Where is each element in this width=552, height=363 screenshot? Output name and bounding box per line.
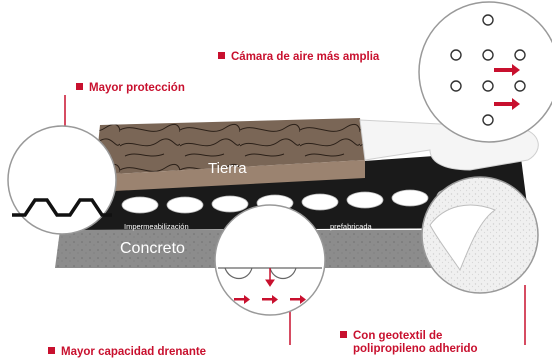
bullet-square-icon: [48, 347, 55, 354]
dimple-profile-line: [12, 198, 112, 217]
bullet-square-icon: [340, 331, 347, 338]
geotextile-fold: [429, 204, 497, 272]
air-chamber-label-text: Cámara de aire más amplia: [231, 51, 380, 63]
geotextile-zoom: [421, 176, 539, 294]
waterproofing-label: Impermeabilización: [124, 222, 189, 231]
drainage-zoom: [214, 204, 326, 316]
bullet-square-icon: [218, 52, 225, 59]
protection-zoom: [7, 125, 117, 235]
soil-label: Tierra: [208, 160, 247, 177]
soil-top-pattern: [95, 118, 365, 175]
drainage-label-text: Mayor capacidad drenante: [61, 346, 207, 358]
bullet-square-icon: [76, 83, 83, 90]
geotextile-label-line2: polipropileno adherido: [353, 343, 478, 355]
protection-label-text: Mayor protección: [89, 82, 185, 94]
prefab-label: prefabricada: [330, 222, 372, 231]
protection-label: Mayor protección: [76, 82, 185, 95]
concrete-label: Concreto: [120, 240, 185, 257]
dimple-holes: [450, 14, 526, 126]
drainage-arrows: [234, 268, 306, 304]
geotextile-label-line1: Con geotextil de: [353, 330, 443, 342]
air-chamber-zoom: [418, 1, 552, 143]
drainage-label: Mayor capacidad drenante: [48, 346, 206, 359]
air-chamber-label: Cámara de aire más amplia: [218, 51, 379, 64]
soil-front: [95, 160, 365, 192]
air-flow-arrows: [494, 64, 520, 110]
